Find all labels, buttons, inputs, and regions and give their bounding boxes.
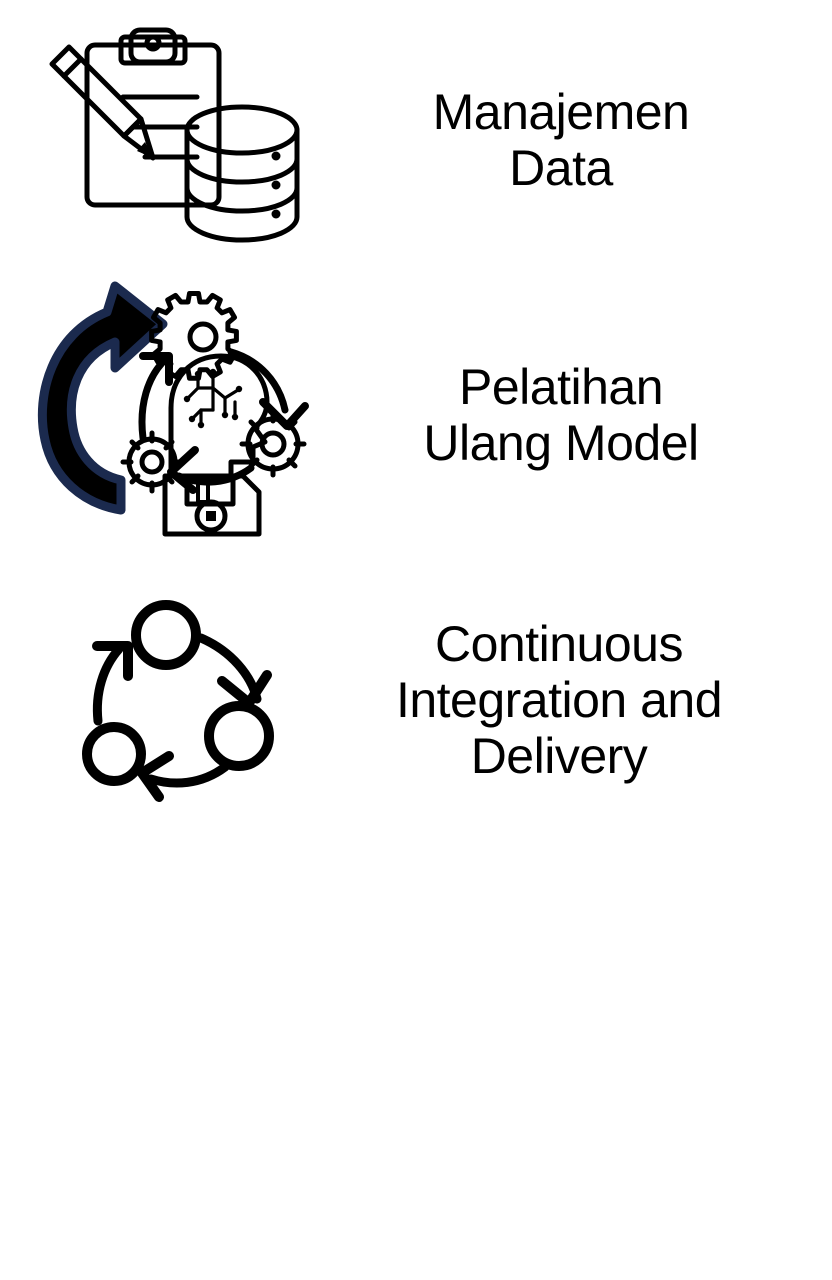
diagram-row-model-retraining: Pelatihan Ulang Model: [0, 281, 832, 540]
gear-icon: [149, 291, 239, 381]
diagram-row-ci-cd: Continuous Integration and Delivery: [0, 590, 832, 810]
curved-arrow: [146, 762, 230, 788]
model-retraining-icon: [0, 281, 360, 537]
floppy-disk-icon: [162, 473, 262, 537]
curved-arrow: [92, 641, 133, 681]
ai-head-circuit-icon: [168, 353, 270, 479]
label-ci-cd: Continuous Integration and Delivery: [395, 616, 723, 784]
curved-arrow: [92, 644, 124, 726]
clipboard-with-pencil: [49, 27, 222, 208]
circle-node: [131, 600, 201, 670]
label-cell-model-retraining: Pelatihan Ulang Model: [360, 359, 832, 471]
clipboard-database-icon: [0, 20, 360, 260]
label-cell-ci-cd: Continuous Integration and Delivery: [360, 616, 832, 784]
navy-curved-arrow: [37, 281, 168, 515]
label-data-management: Manajemen Data: [432, 84, 690, 196]
database-cylinder: [184, 104, 300, 243]
diagram-row-data-management: Manajemen Data: [0, 20, 832, 260]
curved-arrow: [217, 670, 272, 708]
label-model-retraining: Pelatihan Ulang Model: [423, 359, 699, 471]
gear-icon: [239, 410, 307, 478]
circle-node: [204, 701, 274, 771]
continuous-cycle-icon: [0, 580, 360, 820]
circle-node: [82, 722, 146, 786]
label-cell-data-management: Manajemen Data: [360, 84, 832, 196]
gear-icon: [120, 430, 184, 494]
curved-arrow: [137, 751, 174, 802]
